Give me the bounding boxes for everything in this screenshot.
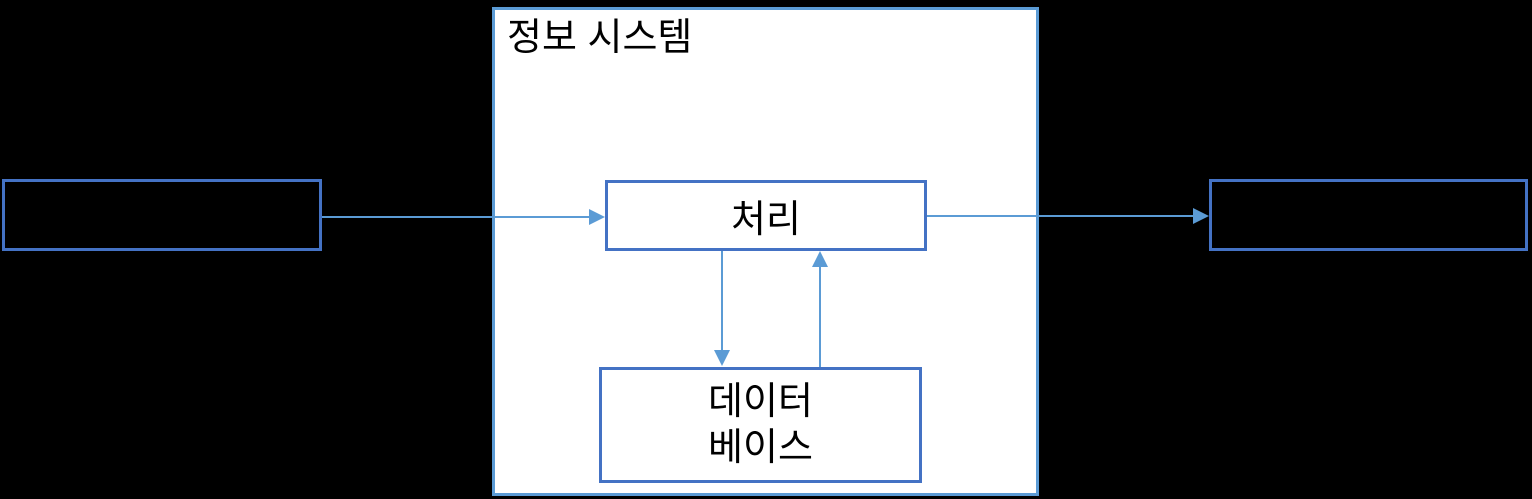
database-node: 데이터 베이스 bbox=[599, 367, 922, 483]
process-node: 처리 bbox=[605, 180, 927, 251]
database-label-line1: 데이터 bbox=[708, 381, 813, 423]
container-title: 정보 시스템 bbox=[507, 17, 693, 59]
database-label-line2: 베이스 bbox=[708, 427, 813, 469]
input-box bbox=[2, 179, 322, 251]
output-box bbox=[1209, 179, 1528, 251]
process-label: 처리 bbox=[731, 199, 801, 241]
